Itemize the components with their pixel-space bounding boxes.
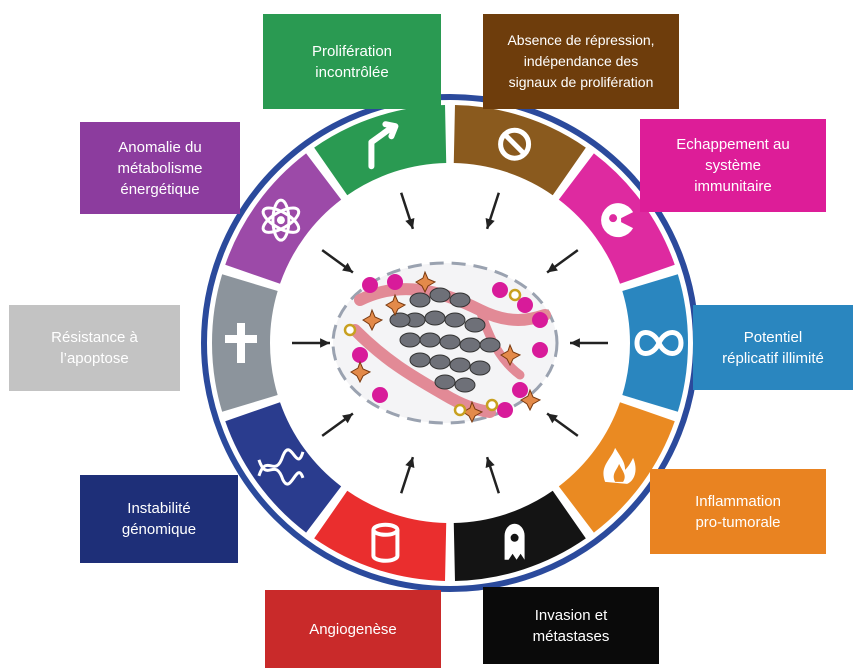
box-apoptosis: Résistance à l’apoptose — [9, 305, 180, 391]
vessel-icon — [371, 522, 400, 563]
segment-proliferation — [314, 105, 447, 196]
box-angiogenesis: Angiogenèse — [265, 590, 441, 668]
label-angiogenesis: Angiogenèse — [309, 620, 397, 638]
label-inflammation: Inflammation pro-tumorale — [695, 492, 781, 531]
box-immune: Echappement au système immunitaire — [640, 119, 826, 212]
box-invasion: Invasion et métastases — [483, 587, 659, 664]
prohibited-icon — [498, 127, 532, 161]
label-apoptosis: Résistance à l’apoptose — [51, 329, 138, 367]
box-inflammation: Inflammation pro-tumorale — [650, 469, 826, 554]
box-genomic: Instabilité génomique — [80, 475, 238, 563]
pacman-cell-icon — [601, 203, 634, 238]
segment-replicative — [622, 274, 688, 412]
inward-arrows — [292, 192, 608, 494]
box-metabolism: Anomalie du métabolisme énergétique — [80, 122, 240, 214]
infinity-icon — [634, 330, 684, 356]
label-metabolism: Anomalie du métabolisme énergétique — [117, 138, 203, 198]
dna-icon — [257, 448, 305, 486]
cross-icon — [225, 323, 257, 363]
tumor-illustration — [331, 261, 559, 425]
box-proliferation: Prolifération incontrôlée — [263, 14, 441, 109]
segment-genomic — [225, 402, 342, 533]
label-immune: Echappement au système immunitaire — [676, 136, 790, 195]
label-proliferation: Prolifération incontrôlée — [311, 42, 393, 81]
box-replicative: Potentiel réplicatif illimité — [693, 305, 853, 390]
label-repression: Absence de répression, indépendance des … — [507, 32, 655, 90]
arrow-icon — [368, 121, 399, 170]
box-repression: Absence de répression, indépendance des … — [483, 14, 679, 109]
ghost-cell-icon — [504, 523, 525, 560]
label-invasion: Invasion et métastases — [532, 606, 610, 645]
flame-icon — [603, 447, 636, 484]
label-genomic: Instabilité génomique — [121, 500, 197, 538]
atom-icon — [261, 198, 301, 242]
label-replicative: Potentiel réplicatif illimité — [722, 328, 824, 367]
